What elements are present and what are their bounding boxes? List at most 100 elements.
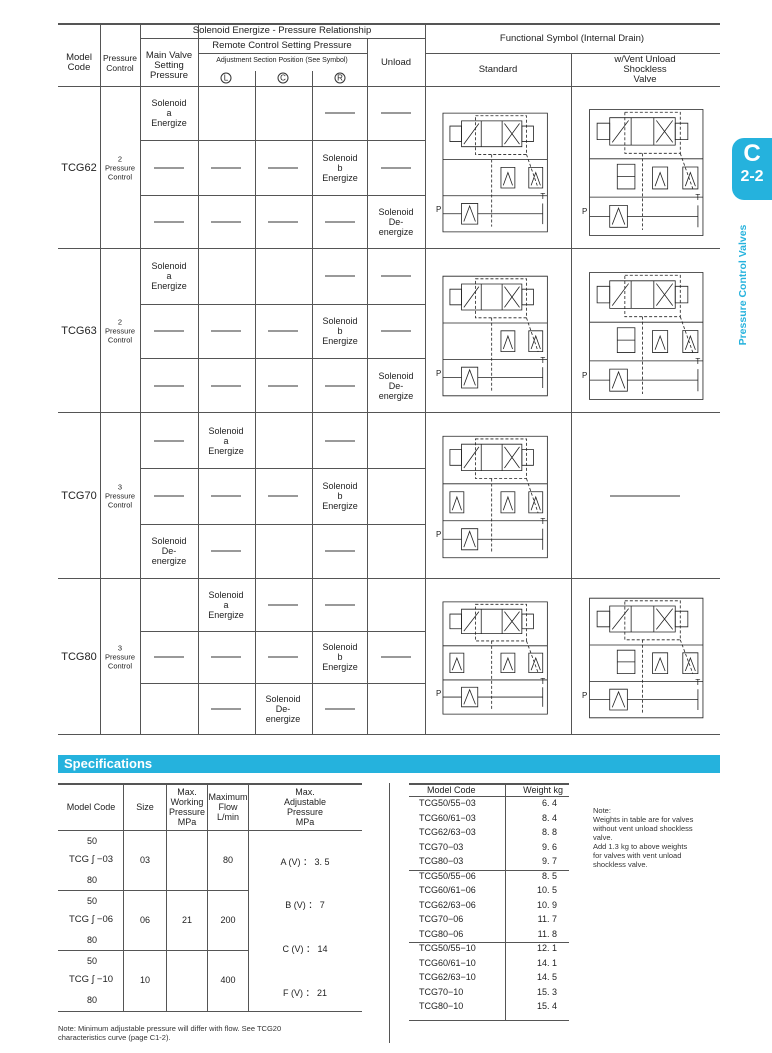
rule	[140, 358, 425, 360]
solenoid-state-cell: Solenoid a Energize	[208, 425, 244, 456]
rule	[409, 942, 569, 943]
rule	[425, 53, 720, 54]
rule	[505, 783, 506, 1021]
dash-cell	[268, 604, 298, 606]
rule	[367, 38, 368, 735]
weight-value: 14. 1	[536, 957, 557, 968]
weight-value: 10. 5	[536, 885, 557, 895]
spec-model-top: 50	[86, 836, 98, 846]
dash-cell	[268, 167, 298, 168]
weight-value: 9. 7	[541, 856, 557, 866]
spec-header-3: Maximum Flow L/min	[208, 792, 248, 822]
rule	[140, 140, 425, 142]
header-vent-unload: w/Vent Unload Shockless Valve	[614, 54, 676, 85]
header-adjustment: Adjustment Section Position (See Symbol)	[216, 57, 348, 64]
dash-cell	[381, 275, 411, 277]
rule	[58, 830, 362, 831]
weight-row: TCG50/55−06 8. 5	[409, 870, 569, 882]
dash-cell	[325, 440, 355, 442]
rule	[58, 783, 362, 785]
port-t-label: T	[695, 193, 701, 203]
rule	[123, 783, 124, 1011]
spec-header-2: Max. Working Pressure MPa	[168, 787, 206, 827]
port-t-label: T	[540, 192, 546, 202]
header-standard: Standard	[478, 64, 518, 75]
dash-cell	[154, 167, 184, 168]
spec-model-code: TCG ∫ −10	[68, 974, 114, 985]
rule	[207, 890, 248, 891]
weight-model-code: TCG80−03	[419, 856, 464, 866]
rule	[140, 683, 425, 684]
dash-cell	[325, 604, 355, 606]
rule	[571, 53, 572, 735]
spec-flow: 400	[220, 975, 236, 985]
rule	[100, 23, 101, 735]
dash-cell	[325, 112, 355, 114]
port-p-label: P	[436, 205, 442, 215]
header-functional-symbol: Functional Symbol (Internal Drain)	[499, 33, 645, 44]
rule	[409, 1020, 569, 1021]
weight-value: 14. 5	[536, 972, 557, 982]
spec-model-code: TCG ∫ −06	[68, 914, 114, 925]
spec-working-pressure: 21	[181, 915, 193, 925]
rule	[58, 86, 720, 87]
weight-model-code: TCG50/55−06	[419, 870, 476, 881]
dash-cell	[268, 330, 298, 332]
dash-cell	[381, 330, 411, 332]
port-p-label: P	[582, 207, 588, 217]
rule	[409, 796, 569, 797]
dash-cell	[381, 112, 411, 114]
spec-model-top: 50	[86, 956, 98, 966]
spec-adjustable-pressure: C (V) ： 14	[282, 944, 328, 954]
port-t-label: T	[540, 355, 546, 365]
weight-model-code: TCG70−06	[419, 914, 464, 924]
dash-cell	[211, 495, 241, 497]
weight-note: Note: Weights in table are for valves wi…	[593, 806, 694, 869]
model-code-tcg63: TCG63	[61, 325, 97, 337]
rule	[58, 1011, 362, 1012]
rule	[58, 950, 207, 951]
port-t-label: T	[540, 676, 546, 686]
port-t-label: T	[695, 357, 701, 367]
weight-value: 8. 5	[541, 870, 557, 881]
solenoid-state-cell: Solenoid De- energize	[378, 370, 414, 401]
weight-model-code: TCG62/63−10	[419, 972, 476, 982]
weight-model-code: TCG80−10	[419, 1001, 464, 1011]
dash-cell	[381, 167, 411, 168]
pressure-control-cell: 2 Pressure Control	[104, 154, 136, 181]
rule	[58, 23, 720, 25]
weight-row: TCG80−03 9. 7	[409, 855, 569, 867]
rule	[140, 194, 425, 196]
specifications-heading-bar: Specifications	[58, 755, 720, 773]
weight-value: 10. 9	[536, 899, 557, 910]
port-t-label: T	[540, 517, 546, 527]
rule	[198, 23, 199, 735]
weight-header-model: Model Code	[427, 785, 476, 795]
weight-model-code: TCG60/61−03	[419, 812, 476, 823]
solenoid-state-cell: Solenoid b Energize	[322, 316, 358, 346]
weight-model-code: TCG50/55−03	[419, 798, 476, 808]
solenoid-state-cell: Solenoid De- energize	[151, 536, 187, 567]
rule	[409, 783, 569, 785]
port-p-label: P	[436, 530, 442, 540]
weight-model-code: TCG60/61−10	[419, 957, 476, 968]
dash-cell	[154, 221, 184, 223]
spec-model-bottom: 80	[86, 995, 98, 1005]
weight-value: 11. 7	[537, 914, 557, 924]
specifications-note: Note: Minimum adjustable pressure will d…	[58, 1024, 282, 1042]
rule	[312, 71, 313, 735]
weight-value: 12. 1	[536, 943, 557, 953]
header-pressure-control: Pressure Control	[102, 53, 138, 73]
port-p-label: P	[582, 370, 588, 380]
rule	[140, 468, 425, 470]
model-code-tcg70: TCG70	[61, 490, 97, 502]
spec-header-1: Size	[136, 802, 154, 812]
